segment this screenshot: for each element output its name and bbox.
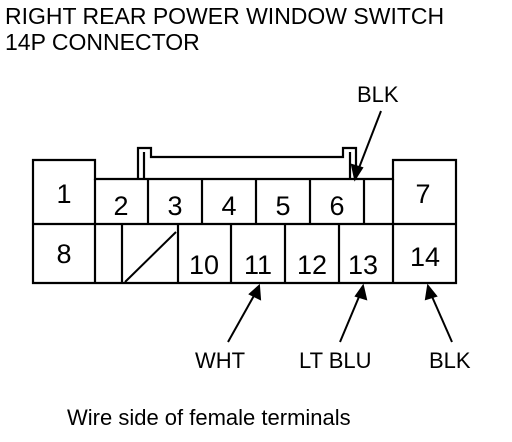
pin-13: 13 bbox=[348, 250, 378, 280]
pin11-wire-leader bbox=[227, 291, 257, 343]
wire-label-pin6: BLK bbox=[357, 82, 399, 107]
pin-7: 7 bbox=[415, 179, 430, 209]
pin-5: 5 bbox=[275, 191, 290, 221]
pin6-arrowhead bbox=[350, 163, 364, 182]
pin-6: 6 bbox=[329, 191, 344, 221]
pin-3: 3 bbox=[167, 191, 182, 221]
connector-outline bbox=[31, 158, 458, 285]
pin-14: 14 bbox=[410, 242, 440, 272]
connector-name: 14P CONNECTOR bbox=[5, 29, 200, 55]
wire-label-pin14: BLK bbox=[429, 348, 471, 373]
pin-2: 2 bbox=[113, 191, 128, 221]
pin13-arrowhead bbox=[354, 283, 368, 301]
pin-8: 8 bbox=[56, 239, 71, 269]
pin-1: 1 bbox=[56, 179, 71, 209]
latch-bar bbox=[136, 146, 358, 179]
pin13-wire-leader bbox=[339, 291, 362, 343]
blank-cavity-mark bbox=[124, 231, 177, 283]
pin14-arrowhead bbox=[424, 283, 438, 301]
pin-10: 10 bbox=[189, 250, 219, 280]
wire-label-pin11: WHT bbox=[195, 348, 245, 373]
pin6-wire-leader bbox=[356, 110, 382, 174]
wire-label-pin13: LT BLU bbox=[299, 348, 372, 373]
diagram-title: RIGHT REAR POWER WINDOW SWITCH bbox=[5, 3, 445, 29]
pin-12: 12 bbox=[297, 250, 327, 280]
diagram-caption: Wire side of female terminals bbox=[67, 405, 351, 430]
pin-11: 11 bbox=[244, 250, 272, 280]
pin14-wire-leader bbox=[429, 291, 453, 343]
pin11-arrowhead bbox=[248, 283, 262, 301]
pin-4: 4 bbox=[221, 191, 236, 221]
